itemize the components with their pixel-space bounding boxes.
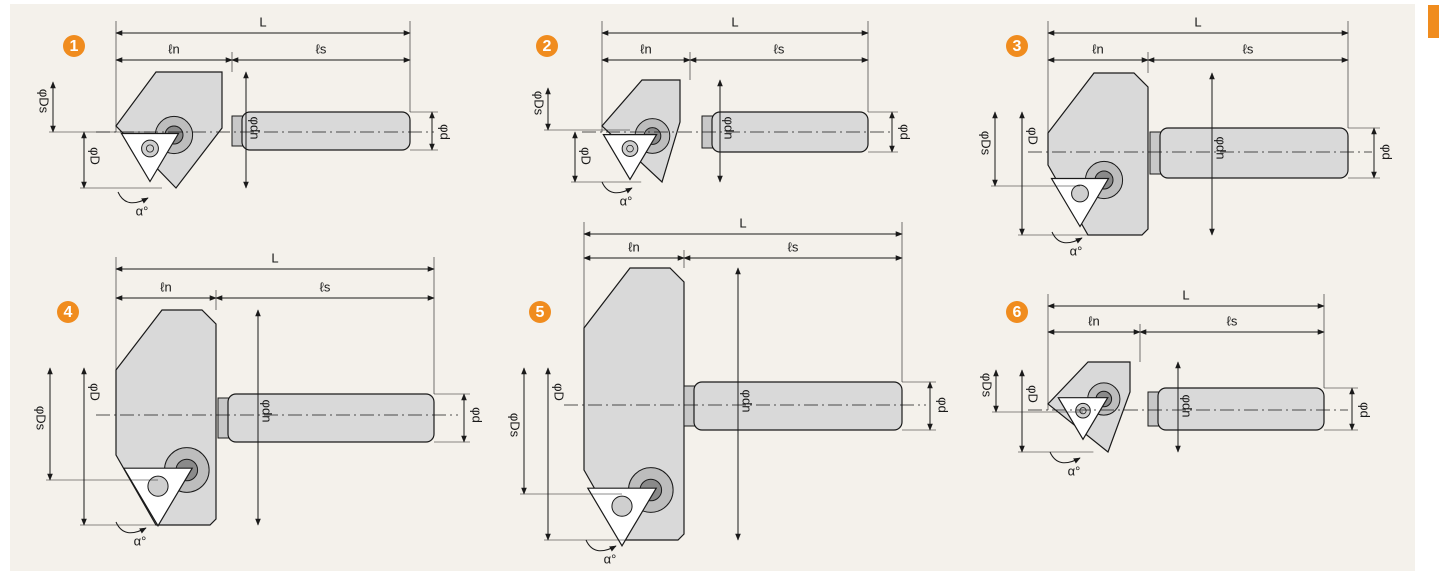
- label-Ds: φDs: [532, 91, 547, 116]
- label-Ds: φDs: [37, 89, 52, 114]
- torx-icon: [145, 144, 154, 153]
- label-ln: ℓn: [640, 41, 651, 56]
- label-Ds: φDs: [980, 373, 995, 398]
- tool-shank: [1159, 127, 1349, 179]
- tool-figure-6: 6 Lℓn ℓs φDs φD φdn φd α°: [980, 287, 1373, 478]
- label-ls: ℓs: [788, 239, 799, 254]
- angle-arc: [601, 181, 633, 194]
- tool-figure-5: 5 Lℓn ℓs φDs φD φdn φd α°: [508, 215, 951, 566]
- angle-arc: [117, 191, 149, 204]
- torx-icon: [1079, 407, 1087, 415]
- label-d: φd: [1358, 402, 1373, 418]
- figure-number-badge: [57, 301, 79, 323]
- label-D: φD: [88, 147, 103, 165]
- angle-arc: [1049, 451, 1081, 464]
- label-alpha: α°: [134, 533, 147, 548]
- cutting-insert: [122, 467, 194, 527]
- figure-number-badge: [1006, 35, 1028, 57]
- figure-number-badge: [529, 301, 551, 323]
- angle-arc: [1051, 231, 1083, 244]
- figure-number: 6: [1013, 304, 1022, 321]
- insert-screw-icon: [1071, 184, 1089, 203]
- torx-icon: [626, 144, 634, 153]
- cutting-insert: [1057, 397, 1109, 441]
- label-D: φD: [552, 383, 567, 401]
- tool-head: [1047, 72, 1149, 236]
- label-dn: φdn: [260, 400, 275, 423]
- label-L: L: [259, 14, 266, 29]
- label-ls: ℓs: [774, 41, 785, 56]
- cutting-insert: [602, 134, 658, 181]
- label-d: φd: [1380, 144, 1395, 160]
- label-D: φD: [88, 383, 103, 401]
- tool-figure-2: 2 Lℓn ℓs φDs φD φdn φd α°: [532, 14, 913, 208]
- label-ls: ℓs: [316, 41, 327, 56]
- tool-shank: [227, 393, 435, 443]
- figure-number: 4: [64, 304, 73, 321]
- figure-number: 1: [70, 38, 79, 55]
- figure-number-badge: [536, 35, 558, 57]
- tool-figure-3: 3 Lℓn ℓs φDs φD φdn φd α°: [979, 14, 1395, 258]
- figure-number: 5: [536, 304, 545, 321]
- label-ln: ℓn: [1092, 41, 1103, 56]
- cutting-insert: [1050, 177, 1110, 228]
- angle-arc: [115, 521, 147, 534]
- label-d: φd: [936, 397, 951, 413]
- label-L: L: [271, 250, 278, 265]
- insert-screw-icon: [1075, 402, 1091, 419]
- insert-screw-icon: [611, 495, 633, 517]
- label-alpha: α°: [1070, 243, 1083, 258]
- label-L: L: [731, 14, 738, 29]
- accent-tab: [1428, 5, 1439, 38]
- label-dn: φdn: [1214, 137, 1229, 160]
- label-d: φd: [438, 124, 453, 140]
- label-alpha: α°: [620, 193, 633, 208]
- insert-screw-icon: [621, 140, 639, 157]
- label-L: L: [739, 215, 746, 230]
- angle-arc: [585, 539, 617, 552]
- figure-number-badge: [1006, 301, 1028, 323]
- tool-figure-1: 1 Lℓn ℓs φDs φD φdn φd α°: [37, 14, 453, 218]
- label-ls: ℓs: [320, 279, 331, 294]
- figure-number-badge: [63, 35, 85, 57]
- label-D: φD: [1026, 127, 1041, 145]
- label-alpha: α°: [604, 551, 617, 566]
- label-dn: φdn: [722, 117, 737, 140]
- label-ln: ℓn: [168, 41, 179, 56]
- label-ls: ℓs: [1243, 41, 1254, 56]
- tool-shank: [693, 381, 903, 431]
- label-D: φD: [579, 147, 594, 165]
- figure-number: 2: [543, 38, 552, 55]
- label-d: φd: [898, 124, 913, 140]
- label-dn: φdn: [740, 390, 755, 413]
- label-L: L: [1194, 14, 1201, 29]
- label-ln: ℓn: [628, 239, 639, 254]
- label-Ds: φDs: [508, 413, 523, 438]
- label-L: L: [1182, 287, 1189, 302]
- cutting-insert: [586, 487, 658, 547]
- label-alpha: α°: [1068, 463, 1081, 478]
- tool-shank: [241, 111, 411, 151]
- figure-number: 3: [1013, 38, 1022, 55]
- cutting-insert: [120, 132, 180, 183]
- insert-screw-icon: [147, 475, 169, 497]
- label-dn: φdn: [248, 117, 263, 140]
- label-alpha: α°: [136, 203, 149, 218]
- label-D: φD: [1026, 385, 1041, 403]
- label-d: φd: [470, 407, 485, 423]
- tool-shank: [1157, 387, 1325, 431]
- label-Ds: φDs: [34, 406, 49, 431]
- insert-screw-icon: [141, 139, 159, 158]
- label-dn: φdn: [1180, 395, 1195, 418]
- label-ln: ℓn: [160, 279, 171, 294]
- label-Ds: φDs: [979, 131, 994, 156]
- label-ls: ℓs: [1227, 313, 1238, 328]
- tool-figure-4: 4 Lℓn ℓs φDs φD φdn φd α°: [34, 250, 485, 548]
- label-ln: ℓn: [1088, 313, 1099, 328]
